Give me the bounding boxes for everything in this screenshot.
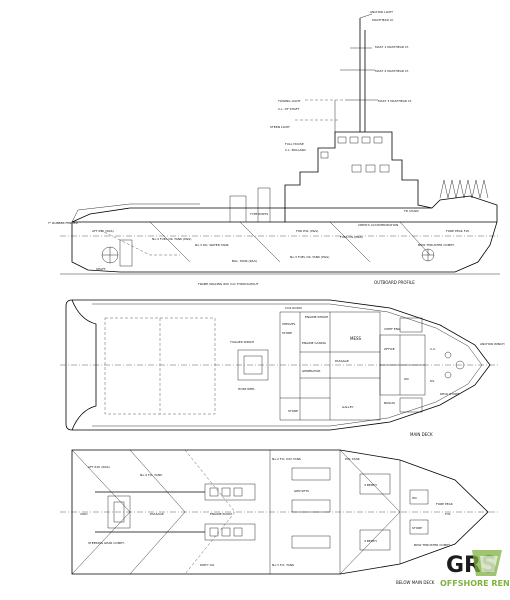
md-label-deck-store: DECK STORE (440, 392, 459, 396)
bd-label-fw: F.W. (445, 512, 451, 516)
label-rubber-fender: T" RUBBER FENDER (47, 221, 78, 225)
label-type-ports: TYPE PORTS (249, 212, 268, 216)
main-deck-title: MAIN DECK (410, 432, 433, 437)
label-bollard-cl: C.L. BOLLARD (285, 148, 307, 152)
label-anchor-light: ANCHOR LIGHT (370, 10, 393, 14)
md-label-hose-reel: HOSE REEL (238, 387, 255, 391)
md-label-chief-eng: CHIEF ENG. (384, 327, 401, 331)
label-fore-peak: FORE PEAK F.W. (446, 229, 470, 233)
bd-label-fore-peak: FORE PEAK (436, 502, 454, 506)
md-label-store2: STORE (288, 409, 298, 413)
below-main-deck-title: BELOW MAIN DECK (396, 580, 435, 585)
wheelhouse-windows (320, 136, 390, 173)
md-label-galley: GALLEY (342, 405, 354, 409)
hull-profile (71, 195, 498, 273)
md-label-passage: PASSAGE (335, 359, 349, 363)
bd-label-fo4: No.4 F.O. TANK (140, 473, 163, 477)
bd-label-4berth-b: 4 BERTH (364, 539, 377, 543)
md-label-tugger: TUGGER WINCH (229, 340, 254, 344)
mast (295, 13, 378, 132)
label-stern-light: STERN LIGHT (270, 125, 290, 129)
md-label-ps: P.S. (430, 379, 435, 383)
label-bal-tank: BAL. TANK (P&S) (232, 259, 257, 263)
label-fo-tank3: No.3 FUEL OIL TANK (P&S) (290, 255, 329, 259)
label-fd-chain: FD CHAIN (404, 209, 419, 213)
label-for-pw: FOR P.W. (P&S) (296, 229, 318, 233)
bd-label-gen-sets: GEN SETS (294, 489, 309, 493)
below-main-deck-view: VOID AFT P.W. (P&S) No.4 F.O. TANK STEER… (60, 449, 500, 585)
bd-label-aft-pw: AFT P.W. (P&S) (88, 465, 110, 469)
bd-label-steering: STEERING GEAR COMPT. (88, 541, 125, 545)
logo-subtext: OFFSHORE RENEWABLES (440, 579, 510, 588)
main-deck-outline (65, 299, 491, 431)
md-label-wc: WC (404, 377, 409, 381)
md-label-cc: C.C. (430, 347, 436, 351)
bd-label-fo3: No.3 F.O. TANK (272, 563, 295, 567)
label-towing-light: TOWING LIGHT (277, 99, 301, 103)
md-label-shelves: SHELVES (282, 322, 295, 326)
main-engines (95, 483, 256, 541)
bd-label-fo-day: No.2 F.O. DAY TANK (272, 457, 302, 461)
bd-label-void: VOID (80, 512, 88, 516)
label-mast2: MAST 2 MASTHEAD LT. (375, 69, 409, 73)
bd-label-dirty-oil: DIRTY OIL (200, 563, 215, 567)
md-label-office: OFFICE (384, 347, 395, 351)
label-masthead-light: MASTHEAD LT. (372, 18, 394, 22)
bd-label-store: STORE (412, 526, 422, 530)
label-mast1: MAST 1 MASTHEAD LT. (375, 45, 409, 49)
outboard-profile-title: OUTBOARD PROFILE (374, 280, 415, 285)
label-crew-accom: CREW'S ACCOMMODATION (358, 223, 398, 227)
outboard-profile-view: ANCHOR LIGHT MASTHEAD LT. MAST 1 MASTHEA… (47, 10, 500, 286)
md-label-mess: MESS (350, 336, 362, 341)
label-full-house: FULL HOUSE (285, 142, 304, 146)
label-shaft-cl: C.L. OF SHAFT (278, 107, 300, 111)
bd-label-4berth-a: 4 BERTH (364, 483, 377, 487)
label-fuel-oil: FUEL OIL (P&S) (340, 235, 363, 239)
md-label-engine-casing: ENGINE CASING (302, 341, 327, 345)
label-pd-tank3: No.3 P.D. WATER TANK (195, 243, 230, 247)
md-label-anchor-winch: ANCHOR WINCH (480, 342, 505, 346)
md-label-bosun: BOSUN (384, 401, 395, 405)
label-fo-tank4: No.4 FUEL OIL TANK (P&S) (152, 237, 191, 241)
label-mast3: MAST 3 MASTHEAD LT. (378, 99, 412, 103)
md-label-engine-intake: ENGINE INTAKE (305, 315, 328, 319)
main-deck-view: CO2 ROOM ENGINE INTAKE SHELVES STORE ENG… (60, 299, 505, 437)
bd-label-bow-thruster: BOW THRUSTER COMPT. (414, 543, 451, 547)
md-label-store1: STORE (282, 331, 292, 335)
grs-logo: GRS OFFSHORE RENEWABLES (440, 550, 510, 588)
label-bow-thruster: BOW THRUSTER COMPT. (418, 243, 455, 247)
md-label-generator: GENERATOR (302, 369, 320, 373)
label-aft-pw: AFT P.W. (P&S) (92, 229, 114, 233)
bd-label-wc: WC (412, 496, 417, 500)
frame-spacing-note: FRAME SPACING 600 mm THROUGHOUT (198, 282, 259, 286)
bd-label-engine-room: ENGINE ROOM (210, 512, 232, 516)
md-label-co2: CO2 ROOM (285, 306, 302, 310)
bd-label-pw-tank: P.W. TANK (345, 457, 361, 461)
below-deck-outline (71, 449, 489, 575)
bd-label-passage: PASSAGE (150, 512, 164, 516)
label-shaft: SHAFT (96, 267, 106, 271)
bow-fender (439, 179, 489, 199)
